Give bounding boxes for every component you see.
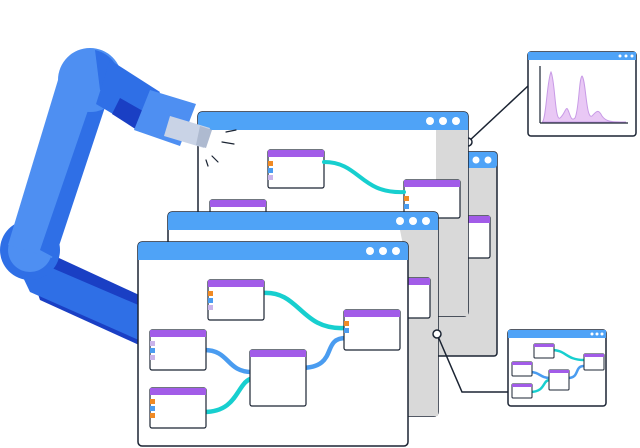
node-graph-icon bbox=[149, 279, 401, 429]
spray-nozzle-icon bbox=[164, 116, 212, 148]
front-window bbox=[137, 241, 409, 447]
node-graph-icon bbox=[511, 343, 605, 399]
window-dots-icon bbox=[396, 217, 430, 225]
spectrum-callout bbox=[463, 51, 637, 147]
title-bar bbox=[528, 52, 636, 60]
pipeline-callout bbox=[432, 329, 607, 407]
window-dots-icon bbox=[426, 117, 460, 125]
robotic-arm-icon bbox=[0, 48, 212, 350]
chart-peaks-icon bbox=[539, 66, 628, 124]
window-dots-icon bbox=[366, 247, 400, 255]
